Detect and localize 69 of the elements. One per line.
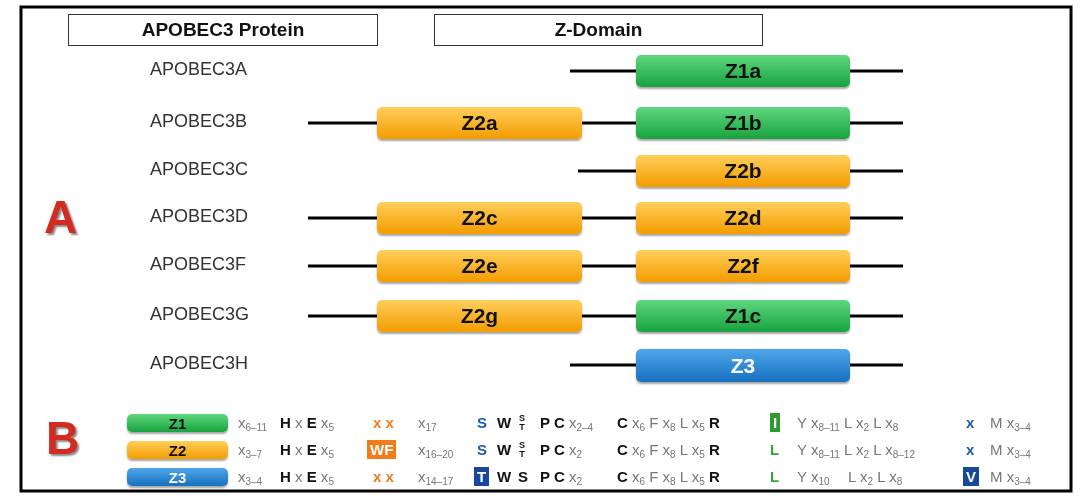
motif-text: C x$_{6}$ F x$_{8}$ L x$_{5}$ R xyxy=(617,440,720,462)
motif-text: M x$_{3–4}$ xyxy=(990,467,1031,489)
motif-text: H x E x$_{5}$ xyxy=(280,413,334,435)
linker-line xyxy=(582,314,636,318)
domain-box: Z1c xyxy=(636,300,850,332)
domain-box: Z2e xyxy=(377,250,582,282)
motif-text: H x E x$_{5}$ xyxy=(280,467,334,489)
domain-box: Z2g xyxy=(377,300,582,332)
motif-text: C x$_{6}$ F x$_{8}$ L x$_{5}$ R xyxy=(617,413,720,435)
motif-residue: L xyxy=(770,440,780,460)
protein-name: APOBEC3C xyxy=(150,159,249,179)
panel-letter: B xyxy=(46,414,80,462)
protein-name: APOBEC3F xyxy=(150,254,247,274)
domain-box: Z3 xyxy=(636,349,850,382)
motif-residue: W xyxy=(497,440,512,460)
domain-box: Z2b xyxy=(636,155,850,187)
motif-text: Y x$_{8–11}$ L x$_{2}$ L x$_{8}$ xyxy=(797,413,899,435)
motif-text: M x$_{3–4}$ xyxy=(990,413,1031,435)
motif-residue: x x xyxy=(373,467,394,487)
motif-text: P C x$_{2}$ xyxy=(540,467,582,489)
motif-text: C x$_{6}$ F x$_{8}$ L x$_{5}$ R xyxy=(617,467,720,489)
highlighted-residue: V xyxy=(963,467,979,486)
motif-residue: W xyxy=(497,467,512,487)
domain-box: Z2d xyxy=(636,202,850,234)
protein-name: APOBEC3G xyxy=(150,304,250,324)
motif-residue: x xyxy=(966,440,975,460)
highlighted-residue: WF xyxy=(367,440,397,459)
motif-text: x$_{17}$ xyxy=(418,413,437,435)
motif-residue: S xyxy=(518,467,528,487)
header-box: Z-Domain xyxy=(434,14,763,46)
motif-text: x$_{3–7}$ xyxy=(238,440,263,462)
domain-box: Z2a xyxy=(377,107,582,139)
motif-text: x$_{14–17}$ xyxy=(418,467,454,489)
motif-text: Y x$_{10}$ xyxy=(797,467,830,489)
motif-text: P C x$_{2–4}$ xyxy=(540,413,594,435)
motif-text: x$_{3–4}$ xyxy=(238,467,263,489)
domain-box: Z1a xyxy=(636,55,850,87)
domain-box: Z1b xyxy=(636,107,850,139)
linker-line xyxy=(582,264,636,268)
stacked-residue: S T xyxy=(518,414,526,432)
domain-key-box: Z1 xyxy=(127,414,228,432)
highlighted-residue: I xyxy=(770,413,781,432)
protein-name: APOBEC3A xyxy=(150,59,248,79)
highlighted-residue: T xyxy=(474,467,490,486)
motif-text: P C x$_{2}$ xyxy=(540,440,582,462)
motif-text: L x$_{2}$ L x$_{8}$ xyxy=(848,467,903,489)
motif-text: M x$_{3–4}$ xyxy=(990,440,1031,462)
motif-residue: x x xyxy=(373,413,394,433)
motif-text: x$_{16–20}$ xyxy=(418,440,454,462)
linker-line xyxy=(582,121,636,125)
protein-name: APOBEC3H xyxy=(150,353,249,373)
domain-key-box: Z3 xyxy=(127,468,228,486)
motif-residue: L xyxy=(770,467,780,487)
linker-line xyxy=(582,216,636,220)
protein-name: APOBEC3B xyxy=(150,111,248,131)
domain-key-box: Z2 xyxy=(127,441,228,459)
motif-text: x$_{6–11}$ xyxy=(238,413,267,435)
stacked-residue: S T xyxy=(518,441,526,459)
domain-box: Z2f xyxy=(636,250,850,282)
motif-residue: W xyxy=(497,413,512,433)
domain-box: Z2c xyxy=(377,202,582,234)
header-box: APOBEC3 Protein xyxy=(68,14,378,46)
motif-text: Y x$_{8–11}$ L x$_{2}$ L x$_{8–12}$ xyxy=(797,440,915,462)
motif-residue: S xyxy=(477,413,487,433)
motif-residue: S xyxy=(477,440,487,460)
motif-text: H x E x$_{5}$ xyxy=(280,440,334,462)
protein-name: APOBEC3D xyxy=(150,206,249,226)
panel-letter: A xyxy=(44,193,78,241)
motif-residue: x xyxy=(966,413,975,433)
